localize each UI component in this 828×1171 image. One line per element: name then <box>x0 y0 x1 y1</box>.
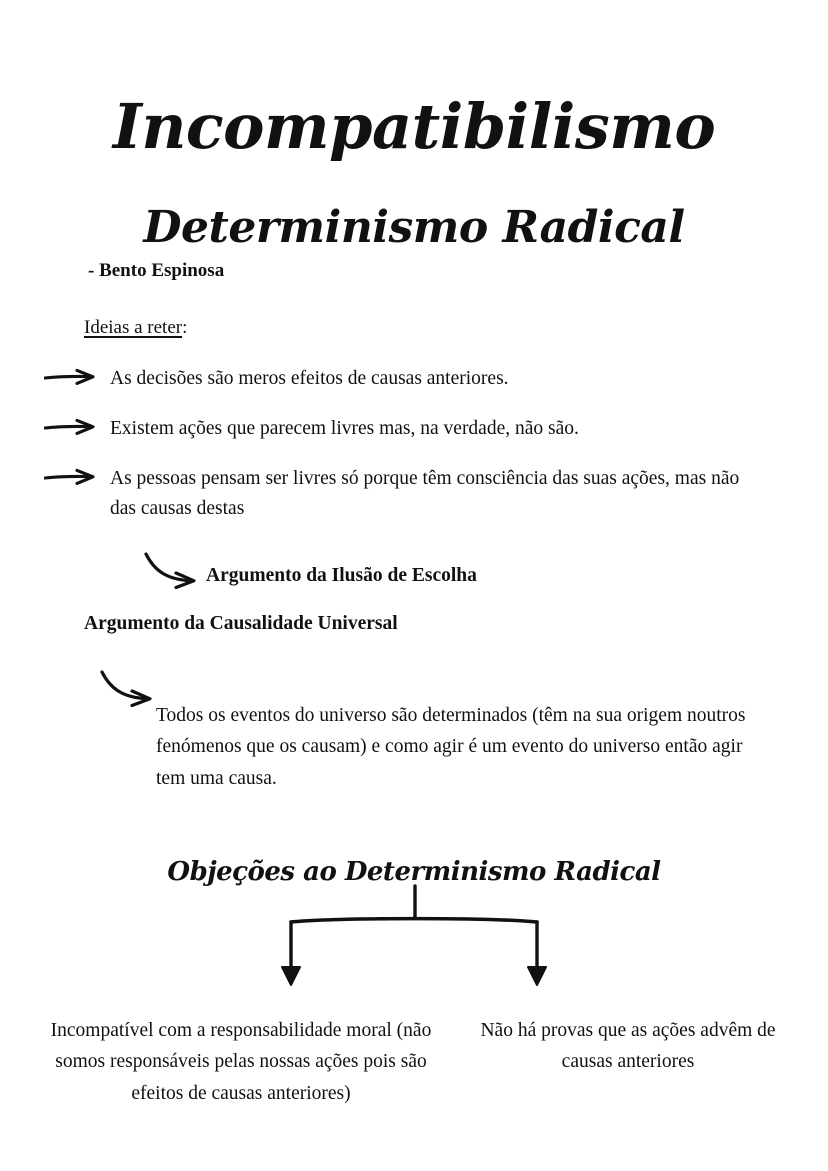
author-attribution: - Bento Espinosa <box>88 260 225 281</box>
straight-arrow-icon <box>43 418 100 436</box>
ideas-label-text: Ideias a reter <box>84 317 183 338</box>
ideas-label-colon: : <box>182 317 188 338</box>
list-item: Existem ações que parecem livres mas, na… <box>0 414 828 446</box>
curved-arrow-icon <box>142 548 208 592</box>
objection-branch-left: Incompatível com a responsabilidade mora… <box>50 1019 432 1104</box>
page-title: Incompatibilismo <box>112 89 716 163</box>
straight-arrow-icon <box>43 468 100 486</box>
universal-causality-body: Todos os eventos do universo são determi… <box>156 704 746 789</box>
objections-heading: Objeções ao Determinismo Radical <box>167 857 661 887</box>
illusion-of-choice-block: Argumento da Ilusão de Escolha <box>0 548 828 592</box>
ideas-label: Ideias a reter: <box>84 317 187 339</box>
list-item-text: As decisões são meros efeitos de causas … <box>110 368 509 389</box>
page-subtitle: Determinismo Radical <box>143 201 685 253</box>
branch-connector <box>0 884 828 992</box>
list-item-text: As pessoas pensam ser livres só porque t… <box>110 468 740 520</box>
objection-branch-right: Não há provas que as ações advêm de caus… <box>480 1019 776 1073</box>
list-item-text: Existem ações que parecem livres mas, na… <box>110 418 579 439</box>
illusion-of-choice-label: Argumento da Ilusão de Escolha <box>206 565 477 586</box>
list-item: As decisões são meros efeitos de causas … <box>0 364 828 396</box>
curved-arrow-icon <box>98 666 164 710</box>
straight-arrow-icon <box>43 368 100 386</box>
list-item: As pessoas pensam ser livres só porque t… <box>0 464 828 524</box>
ideas-list: As decisões são meros efeitos de causas … <box>0 364 828 542</box>
universal-causality-heading: Argumento da Causalidade Universal <box>84 613 398 634</box>
